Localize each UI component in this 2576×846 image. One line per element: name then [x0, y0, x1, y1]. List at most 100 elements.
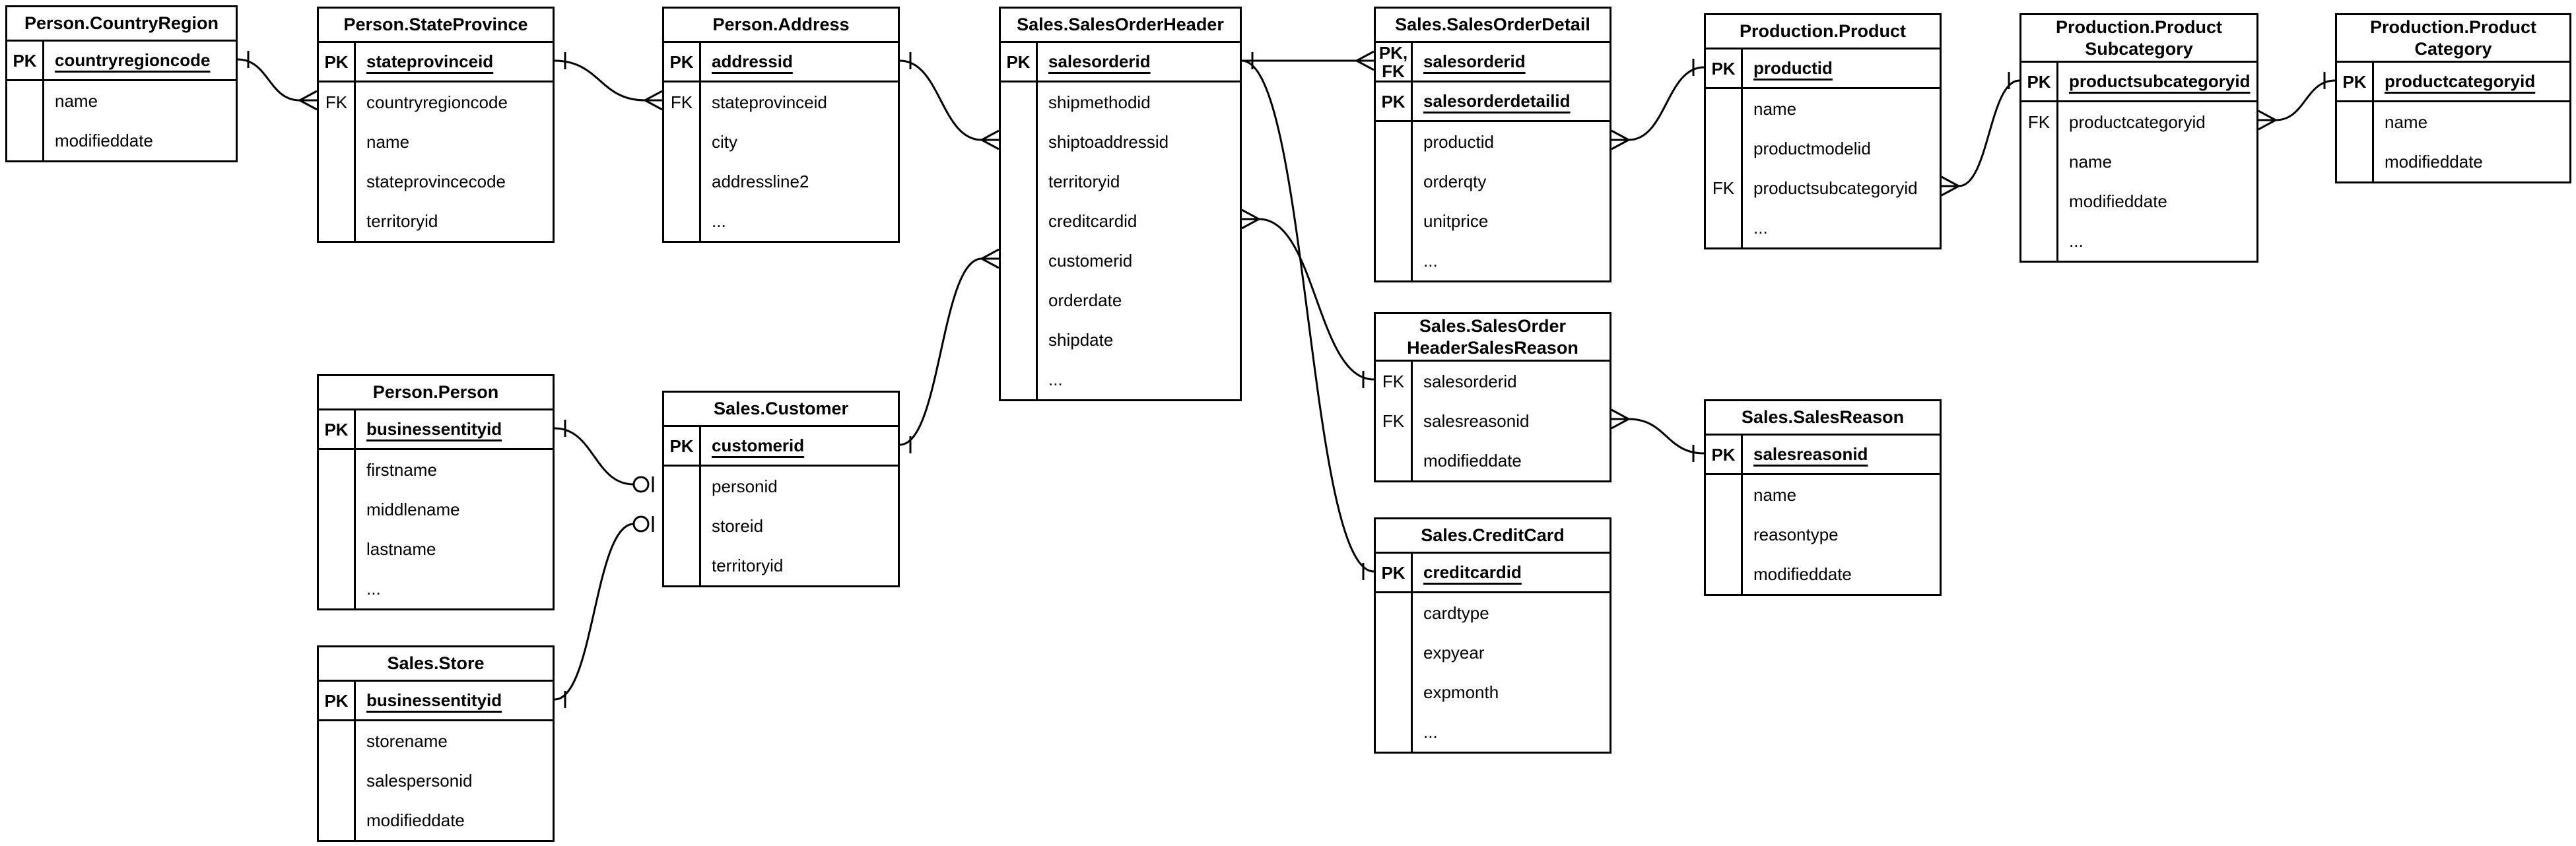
key-cell: FK [1376, 362, 1413, 401]
key-cell [1376, 201, 1413, 241]
field-name: countryregioncode [366, 92, 508, 112]
field-row: modifieddate [7, 121, 236, 160]
field-name: name [55, 90, 98, 111]
key-cell [319, 800, 356, 840]
entity-title-line: Sales.SalesOrderHeader [1017, 15, 1224, 34]
field-name: name [2385, 112, 2428, 132]
key-label: PK [1711, 58, 1736, 79]
field-row: storename [319, 721, 553, 761]
entity-title-line: Sales.SalesOrderDetail [1395, 15, 1590, 34]
field-name: unitprice [1423, 211, 1489, 231]
field-name: modifieddate [55, 130, 153, 150]
field-name: cardtype [1423, 602, 1489, 623]
field-row: modifieddate [2337, 142, 2569, 181]
key-cell [1376, 241, 1413, 280]
key-label: FK [1382, 372, 1405, 391]
key-cell [1376, 122, 1413, 162]
field-name: orderqty [1423, 171, 1487, 191]
field-row: PK productsubcategoryid [2021, 63, 2256, 102]
field-row: ... [1001, 360, 1240, 399]
field-row: middlename [319, 490, 553, 529]
key-cell: PK [664, 43, 701, 81]
entity-title-line: Sales.Store [387, 653, 485, 673]
field-name: lastname [366, 538, 436, 559]
key-cell [664, 162, 701, 201]
relationship-salesorderheader-creditcard [1241, 59, 1374, 573]
field-name: ... [712, 211, 726, 231]
field-row: lastname [319, 529, 553, 569]
field-name: customerid [712, 436, 805, 455]
key-cell [1706, 129, 1743, 168]
field-row: name [1706, 475, 1940, 515]
key-cell [1706, 475, 1743, 515]
key-cell [1376, 593, 1413, 633]
key-cell: PK [319, 43, 356, 81]
field-name: businessentityid [366, 690, 502, 710]
key-label: PK [2342, 71, 2367, 92]
field-row: name [1706, 89, 1940, 129]
entity-title-line: Person.StateProvince [343, 15, 528, 34]
key-cell [1706, 515, 1743, 554]
field-name: name [1753, 484, 1797, 505]
field-name: name [1753, 98, 1797, 119]
key-cell [1001, 241, 1038, 280]
field-row: name [7, 81, 236, 121]
field-name: businessentityid [366, 419, 502, 439]
field-row: salespersonid [319, 761, 553, 800]
key-cell: PK [2021, 63, 2058, 100]
key-label: PK [1006, 51, 1031, 72]
field-name: modifieddate [2069, 191, 2167, 211]
field-name: name [2069, 151, 2113, 172]
entity-title-line: HeaderSalesReason [1407, 337, 1578, 358]
field-row: name [2337, 102, 2569, 142]
entity-title-line: Production.Product [2370, 16, 2536, 37]
field-name: productmodelid [1753, 138, 1871, 158]
key-cell: FK [1376, 401, 1413, 441]
cardinality-many-crowfoot [1941, 176, 1959, 197]
key-cell: PK [7, 42, 44, 79]
key-label: PK [1381, 562, 1406, 583]
key-cell [319, 450, 356, 490]
key-label: PK [324, 419, 349, 439]
field-row: name [2021, 142, 2256, 181]
entity-title-line: Production.Product [1740, 21, 1906, 41]
field-row: productid [1376, 122, 1610, 162]
entity-title-line: Subcategory [2085, 38, 2193, 59]
key-cell [319, 761, 356, 800]
field-row: city [664, 122, 898, 162]
key-cell [664, 546, 701, 585]
field-name: orderdate [1048, 290, 1122, 310]
key-cell: PK [2337, 63, 2374, 100]
field-row: territoryid [319, 201, 553, 241]
key-cell: PK [1001, 43, 1038, 81]
field-row: modifieddate [2021, 181, 2256, 221]
key-label: PK [1381, 91, 1406, 112]
entity-title-line: Person.Address [712, 15, 850, 34]
key-cell [319, 721, 356, 761]
relationship-salesorderheader-sohsr [1258, 218, 1374, 381]
key-cell: PK [1706, 49, 1743, 87]
key-cell: PK [319, 410, 356, 448]
field-row: personid [664, 467, 898, 506]
key-label: FK [670, 92, 693, 112]
cardinality-many-crowfoot [981, 248, 1000, 269]
field-row: name [319, 122, 553, 162]
relationship-productsubcategory-productcategory [2275, 79, 2336, 121]
field-name: creditcardid [1048, 211, 1137, 231]
field-name: productsubcategoryid [2069, 71, 2251, 91]
field-name: ... [1423, 721, 1438, 742]
key-cell: PK [664, 427, 701, 465]
key-cell: FK [2021, 102, 2058, 142]
field-name: modifieddate [366, 810, 465, 830]
